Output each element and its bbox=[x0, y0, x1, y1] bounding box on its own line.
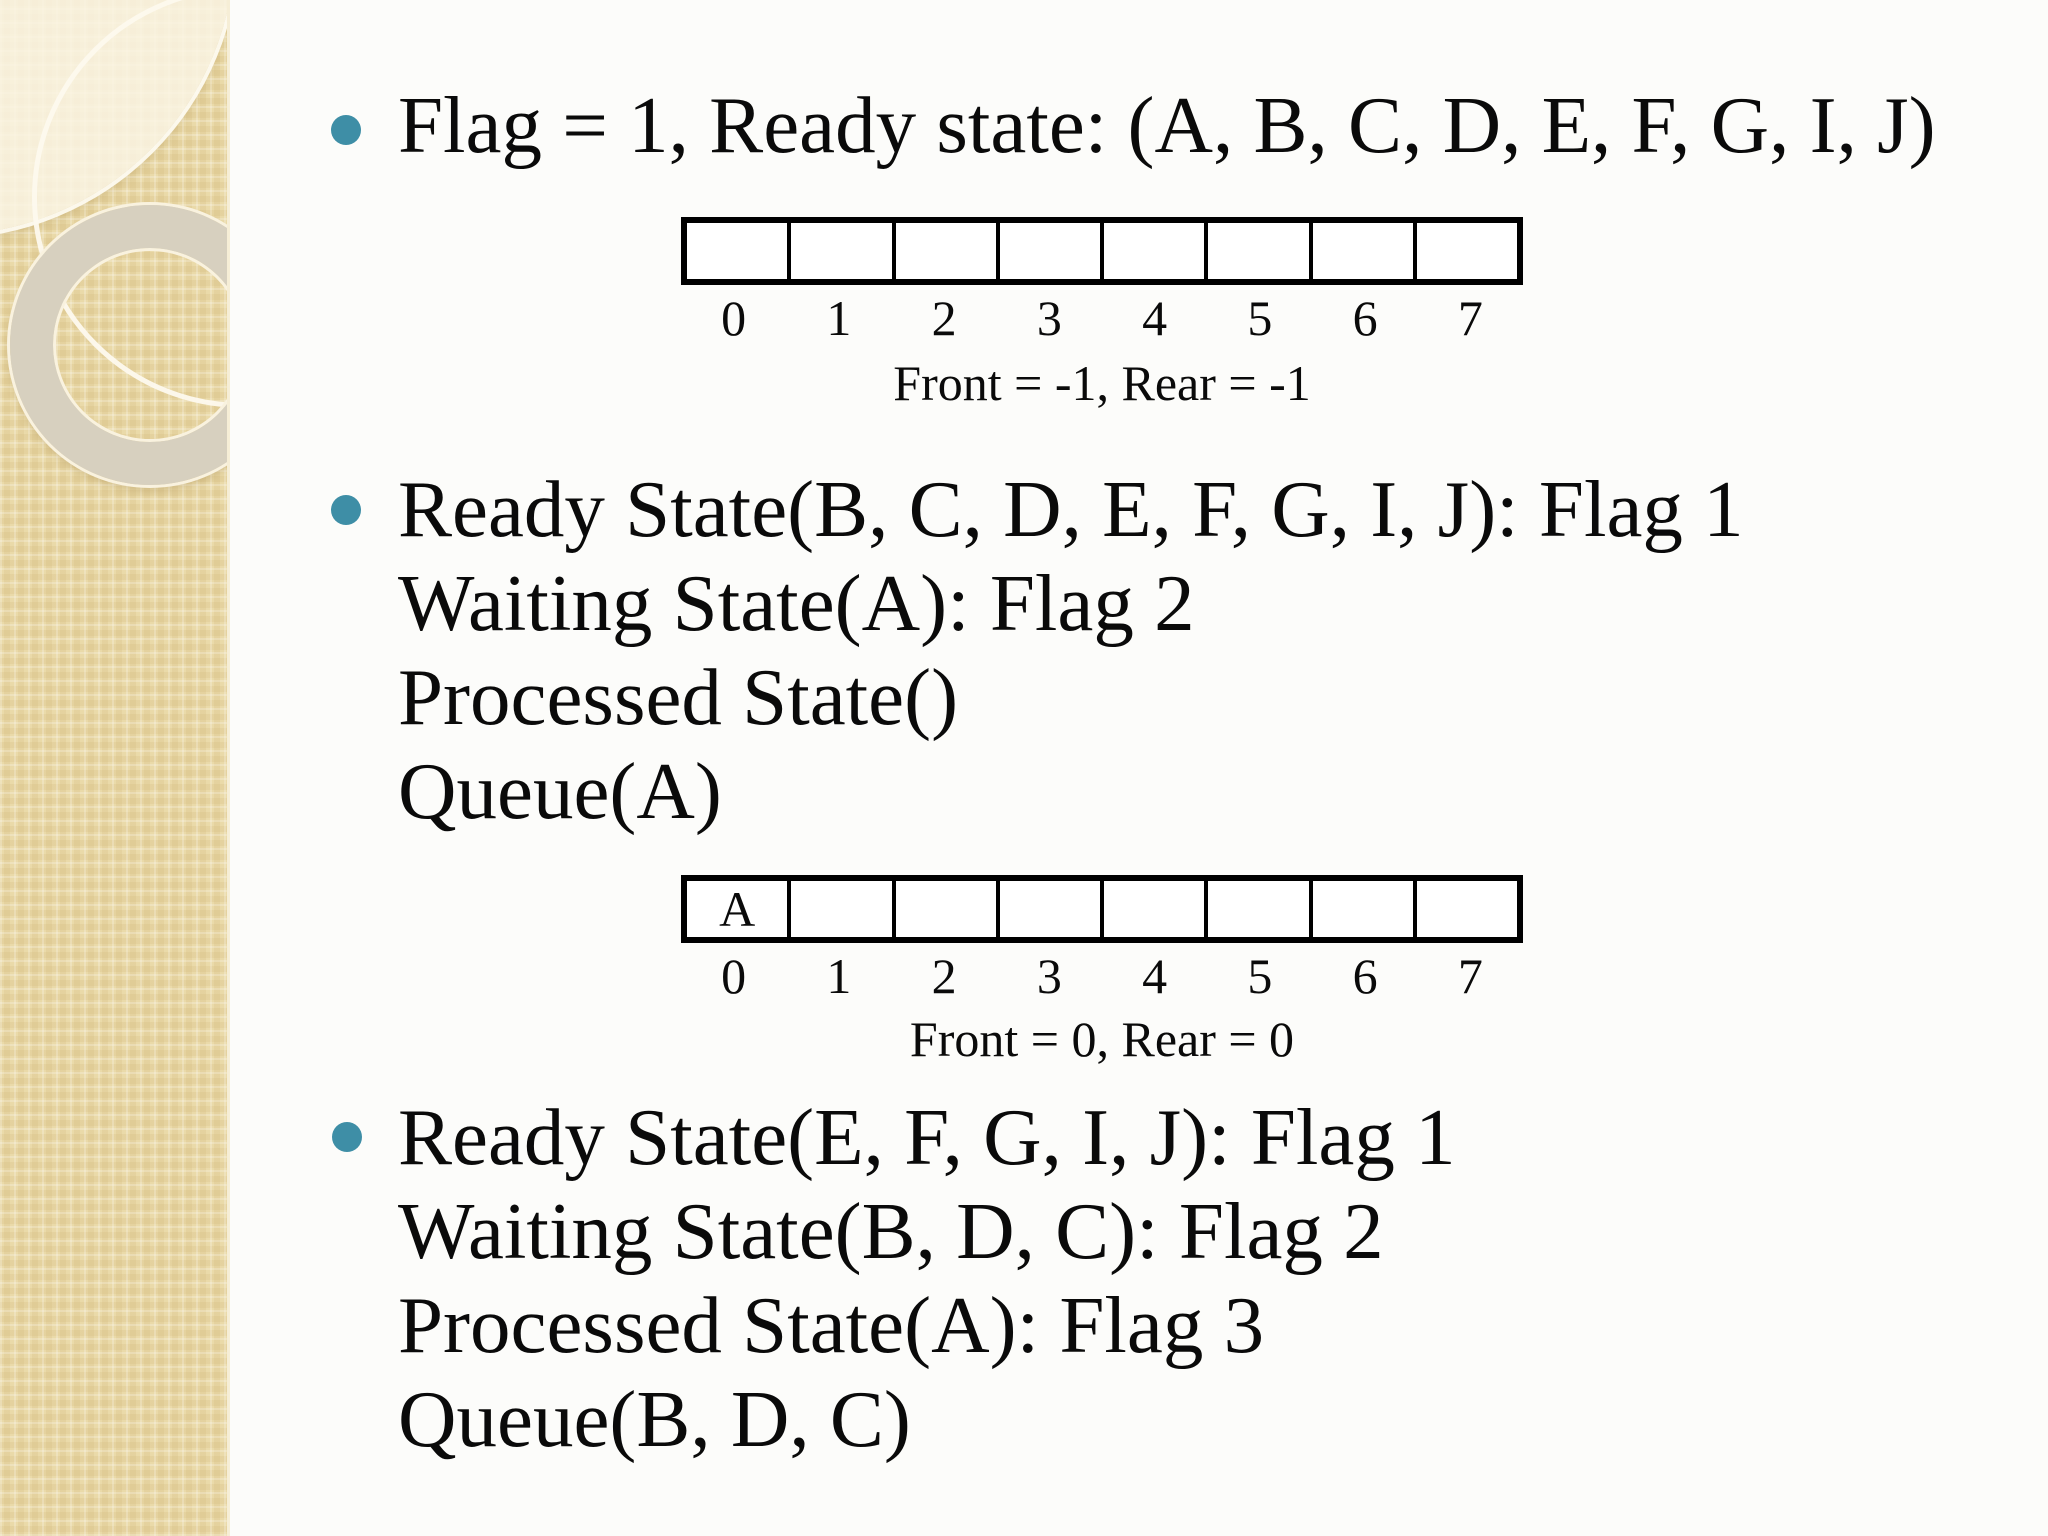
bullet-3-line-4: Queue(B, D, C) bbox=[398, 1374, 911, 1464]
queue-1-front-rear-caption: Front = -1, Rear = -1 bbox=[893, 355, 1311, 411]
queue-1-cell-6 bbox=[1313, 223, 1417, 279]
queue-2-cell-1 bbox=[791, 881, 896, 937]
queue-1-index-2: 2 bbox=[931, 290, 957, 346]
queue-1-index-3: 3 bbox=[1036, 290, 1062, 346]
queue-1-index-1: 1 bbox=[826, 290, 852, 346]
queue-2-cell-5 bbox=[1208, 881, 1313, 937]
queue-1-cell-7 bbox=[1417, 223, 1517, 279]
queue-2-index-1: 1 bbox=[826, 948, 852, 1004]
queue-2-front-rear-caption: Front = 0, Rear = 0 bbox=[909, 1011, 1295, 1067]
queue-1-cell-4 bbox=[1104, 223, 1209, 279]
queue-1-index-4: 4 bbox=[1142, 290, 1168, 346]
queue-2-cell-6 bbox=[1313, 881, 1417, 937]
queue-2-cell-4 bbox=[1104, 881, 1209, 937]
queue-1-index-5: 5 bbox=[1247, 290, 1273, 346]
bullet-3-text: Ready State(E, F, G, I, J): Flag 1 Waiti… bbox=[398, 1090, 1456, 1466]
queue-2-indices: 0 1 2 3 4 5 6 7 bbox=[681, 951, 1523, 1001]
queue-1-cell-3 bbox=[1000, 223, 1104, 279]
queue-1-cell-0 bbox=[687, 223, 792, 279]
bullet-marker-1 bbox=[331, 115, 361, 145]
queue-array-2: A bbox=[681, 875, 1523, 943]
queue-1-index-6: 6 bbox=[1352, 290, 1378, 346]
bullet-2-line-2: Waiting State(A): Flag 2 bbox=[398, 558, 1195, 648]
bullet-3-line-3: Processed State(A): Flag 3 bbox=[398, 1280, 1265, 1370]
queue-2-cell-7 bbox=[1417, 881, 1517, 937]
bullet-marker-2 bbox=[331, 495, 361, 525]
bullet-marker-3 bbox=[332, 1122, 362, 1152]
queue-1-index-7: 7 bbox=[1457, 290, 1483, 346]
bullet-2-text: Ready State(B, C, D, E, F, G, I, J): Fla… bbox=[398, 462, 1744, 838]
sidebar-decoration bbox=[0, 0, 230, 1536]
queue-1-index-0: 0 bbox=[721, 290, 747, 346]
queue-2-cell-3 bbox=[1000, 881, 1104, 937]
queue-2-index-0: 0 bbox=[721, 948, 747, 1004]
queue-2-index-3: 3 bbox=[1036, 948, 1062, 1004]
queue-2-index-7: 7 bbox=[1457, 948, 1483, 1004]
bullet-2-line-1: Ready State(B, C, D, E, F, G, I, J): Fla… bbox=[398, 464, 1744, 554]
queue-1-indices: 0 1 2 3 4 5 6 7 bbox=[681, 293, 1523, 343]
queue-2-index-6: 6 bbox=[1352, 948, 1378, 1004]
queue-1-cell-2 bbox=[896, 223, 1000, 279]
queue-2-index-5: 5 bbox=[1247, 948, 1273, 1004]
queue-2-cell-0: A bbox=[687, 881, 792, 937]
queue-array-1 bbox=[681, 217, 1523, 285]
queue-1-cell-1 bbox=[791, 223, 896, 279]
bullet-3-line-2: Waiting State(B, D, C): Flag 2 bbox=[398, 1186, 1384, 1276]
bullet-2-line-4: Queue(A) bbox=[398, 746, 722, 836]
bullet-3-line-1: Ready State(E, F, G, I, J): Flag 1 bbox=[398, 1092, 1456, 1182]
bullet-1-text: Flag = 1, Ready state: (A, B, C, D, E, F… bbox=[398, 80, 1936, 170]
queue-2-cell-2 bbox=[896, 881, 1000, 937]
bullet-2-line-3: Processed State() bbox=[398, 652, 959, 742]
queue-2-index-2: 2 bbox=[931, 948, 957, 1004]
queue-1-cell-5 bbox=[1208, 223, 1313, 279]
queue-2-index-4: 4 bbox=[1142, 948, 1168, 1004]
